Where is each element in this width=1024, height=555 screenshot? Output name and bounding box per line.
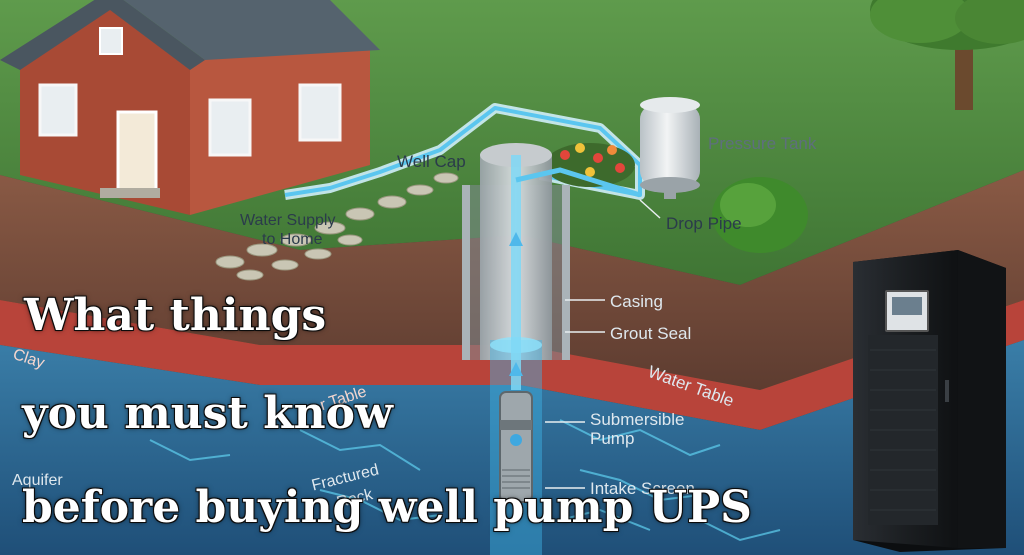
ups-cabinet-icon (853, 250, 1006, 552)
headline-line-1: What things (24, 290, 327, 341)
submersible-pump (499, 391, 533, 503)
bush (712, 177, 808, 253)
leader-lines (545, 199, 661, 489)
flow-arrow-2 (509, 362, 523, 376)
label-water-supply: Water Supply (240, 212, 336, 229)
label-drop-pipe: Drop Pipe (666, 214, 742, 233)
stone-path (215, 172, 459, 281)
label-submersible: Submersible (590, 410, 685, 429)
headline-line-2: you must know (22, 388, 393, 439)
label-pressure-tank: Pressure Tank (708, 134, 817, 153)
label-grout-seal: Grout Seal (610, 324, 692, 343)
headline-line-3: before buying well pump UPS (22, 482, 752, 533)
ups-display (885, 290, 929, 332)
label-to-home: to Home (262, 231, 323, 248)
label-pump: Pump (590, 429, 635, 448)
drop-pipe-link (515, 167, 641, 198)
flower-bed (545, 143, 635, 187)
house-icon (0, 0, 380, 215)
flow-arrow-1 (509, 232, 523, 246)
label-casing: Casing (610, 292, 663, 311)
tree-icon (870, 0, 1024, 110)
label-intake-screen: Intake Screen (590, 479, 695, 498)
label-well-cap: Well Cap (397, 152, 466, 171)
label-aquifer: Aquifer (12, 472, 63, 489)
fractures (149, 419, 781, 542)
pressure-tank (640, 97, 700, 199)
